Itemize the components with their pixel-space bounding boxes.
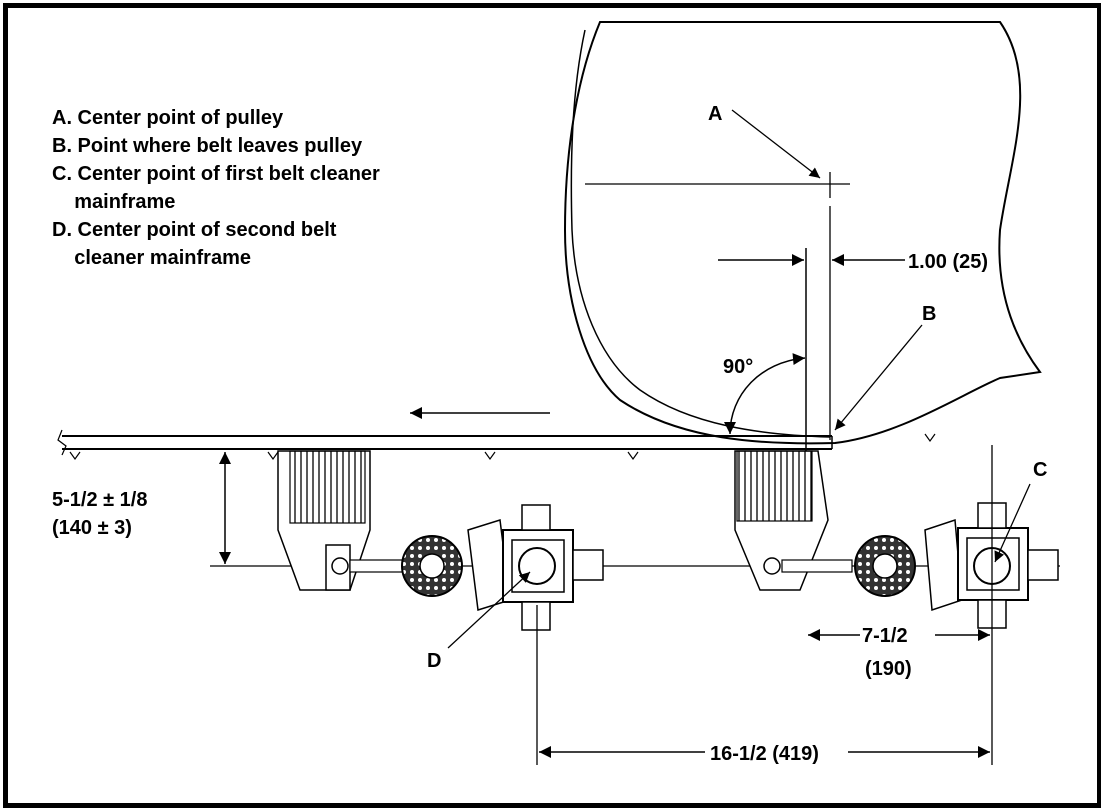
height-label-in: 5-1/2 ± 1/8: [52, 489, 147, 511]
spacing-label-mm: (190): [865, 658, 912, 680]
legend-item-d-line1: D. Center point of second belt: [52, 219, 337, 241]
angle-arc: [724, 353, 806, 435]
legend-item-c-line2: mainframe: [52, 191, 176, 213]
callout-c-leader: [994, 483, 1031, 563]
total-label: 16-1/2 (419): [710, 743, 819, 765]
diagram-frame: [3, 3, 1101, 808]
legend-item-c-line1: C. Center point of first belt cleaner: [52, 163, 380, 185]
second-belt-cleaner: [277, 450, 604, 631]
pulley: [563, 21, 1042, 445]
height-label-mm: (140 ± 3): [52, 517, 132, 539]
callout-a: A: [708, 103, 722, 125]
angle-label: 90°: [723, 356, 753, 378]
callout-b-leader: [834, 324, 923, 431]
legend-item-a: A. Center point of pulley: [52, 107, 284, 129]
legend-item-d-line2: cleaner mainframe: [52, 247, 251, 269]
first-belt-cleaner: [734, 450, 1059, 629]
callout-d-leader: [447, 571, 531, 649]
callout-b: B: [922, 303, 936, 325]
offset-label: 1.00 (25): [908, 251, 988, 273]
callout-c: C: [1033, 459, 1047, 481]
pulley-center-mark: [585, 109, 850, 440]
callout-d: D: [427, 650, 441, 672]
spacing-label-in: 7-1/2: [862, 625, 908, 647]
legend: A. Center point of pulley B. Point where…: [52, 104, 380, 272]
legend-item-b: B. Point where belt leaves pulley: [52, 135, 363, 157]
conveyor-belt: [57, 429, 936, 461]
